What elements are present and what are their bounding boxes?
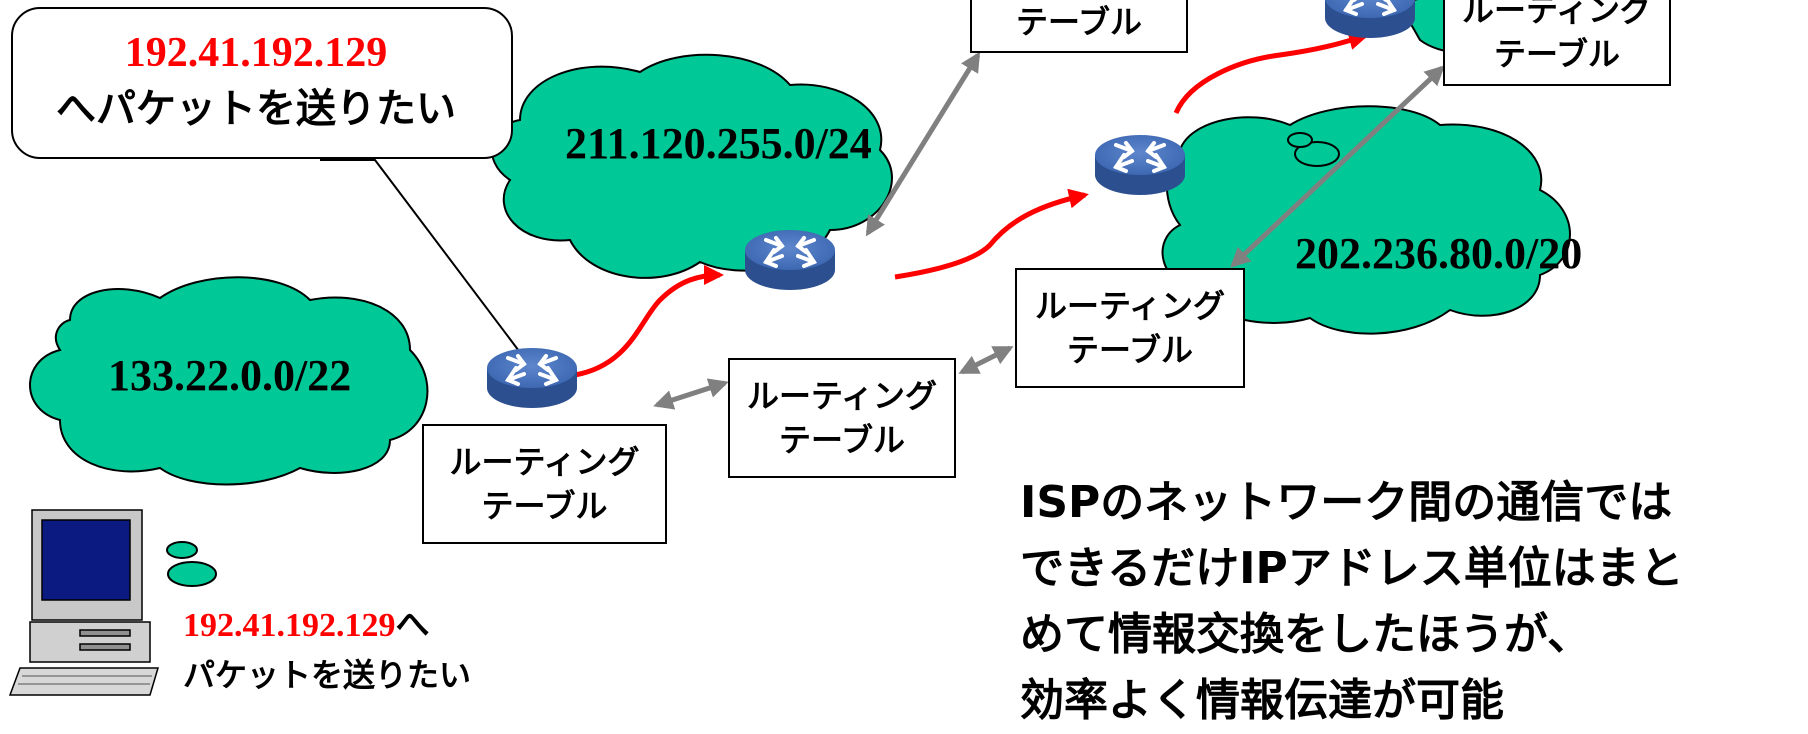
explanation-note: ISPのネットワーク間の通信では できるだけIPアドレス単位はまと めて情報交換…: [1020, 470, 1800, 734]
routing-table-line1: ルーティング: [746, 377, 938, 415]
network-label: 133.22.0.0/22: [108, 351, 352, 400]
routing-table-line1: ルーティング: [1461, 0, 1653, 29]
pc-caption-suffix: へ: [395, 605, 430, 645]
routing-table: ルーティング テーブル: [728, 358, 956, 478]
router-icon: [485, 346, 579, 410]
router-icon: [1323, 0, 1417, 40]
callout-pointer: [320, 159, 523, 356]
routing-table: ルーティング テーブル: [1443, 0, 1671, 86]
routing-table: ルーティング テーブル: [1015, 268, 1245, 388]
computer-icon: [8, 509, 160, 696]
network-label: 202.236.80.0/20: [1295, 229, 1583, 278]
table-link: [653, 51, 1445, 410]
callout-message: へパケットを送りたい: [56, 86, 456, 132]
routing-table-line2: テーブル: [1493, 35, 1621, 73]
callout: 192.41.192.129 へパケットを送りたい: [0, 0, 512, 162]
router-icon: [743, 228, 837, 292]
pc-caption-ip: 192.41.192.129: [183, 607, 396, 644]
callout-bubble: [11, 7, 513, 159]
pc-caption: 192.41.192.129へ パケットを送りたい: [183, 600, 471, 699]
network-label: 211.120.255.0/24: [565, 119, 872, 168]
routing-table: テーブル: [970, 0, 1188, 53]
packet-path: [574, 30, 1369, 378]
router-icon: [1093, 133, 1187, 197]
note-line: めて情報交換をしたほうが、: [1020, 609, 1592, 660]
routing-table-line2: テーブル: [778, 421, 906, 459]
routing-table-line2: テーブル: [1015, 2, 1143, 41]
note-line: 効率よく情報伝達が可能: [1020, 675, 1504, 726]
note-line: できるだけIPアドレス単位はまと: [1020, 543, 1684, 594]
routing-table: ルーティング テーブル: [422, 424, 667, 544]
routing-table-line2: テーブル: [1066, 331, 1194, 369]
note-line: ISPのネットワーク間の通信では: [1020, 477, 1673, 528]
routing-table-line1: ルーティング: [449, 443, 640, 481]
pc-caption-line2: パケットを送りたい: [183, 656, 472, 694]
network-diagram: [8, 0, 1571, 696]
callout-ip: 192.41.192.129: [124, 30, 388, 76]
routing-table-line1: ルーティング: [1034, 287, 1226, 325]
routing-table-line2: テーブル: [481, 487, 608, 525]
